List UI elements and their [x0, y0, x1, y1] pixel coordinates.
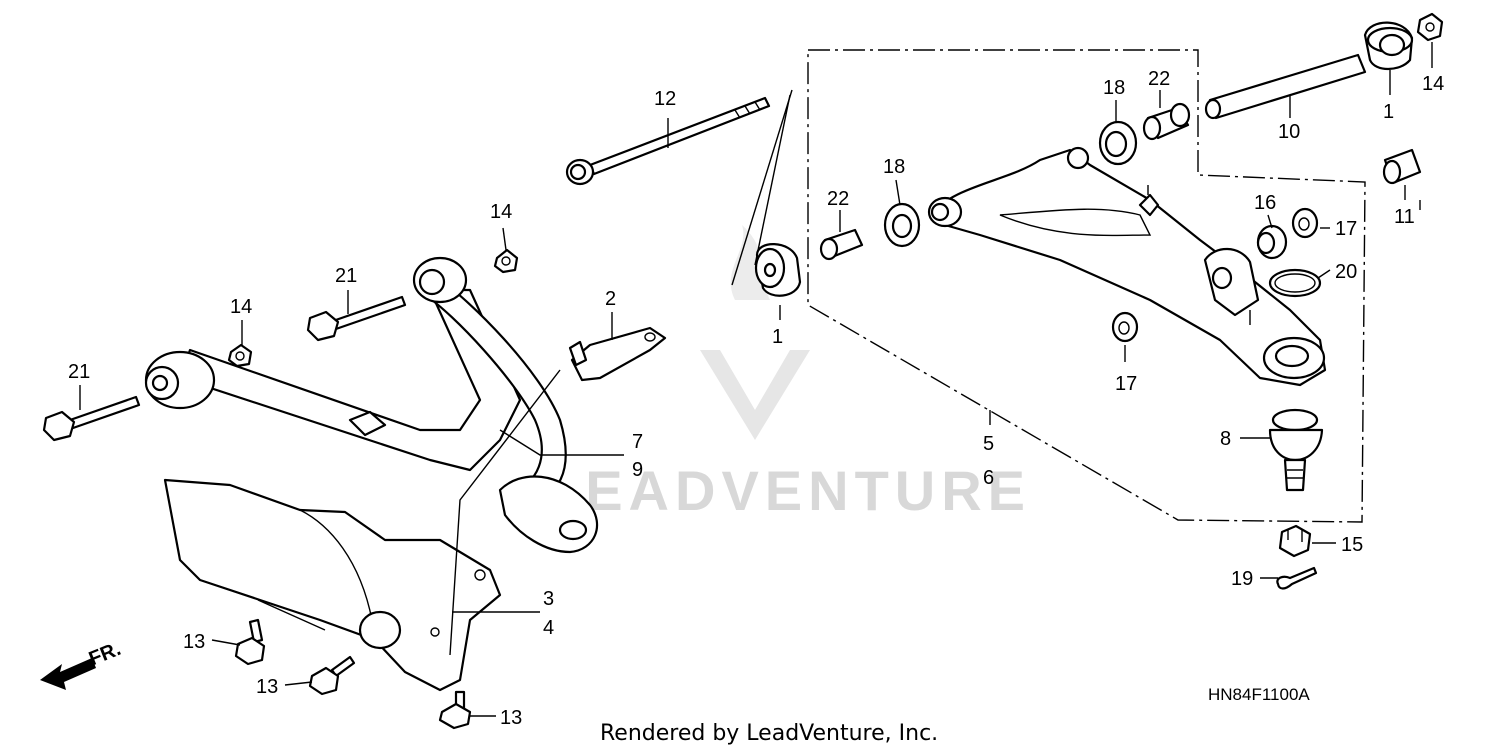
callout-1: 1	[772, 326, 783, 348]
callout-21: 21	[335, 265, 357, 287]
callout-13: 13	[183, 631, 205, 653]
bushing-1-left	[754, 243, 802, 297]
seal-17-upper	[1291, 207, 1319, 239]
bolt-13-c	[438, 690, 472, 730]
front-direction-label: FR.	[86, 638, 124, 670]
watermark-text: LEADVENTURE	[545, 459, 1031, 522]
assembly-boundary	[731, 49, 1366, 523]
callout-8: 8	[1220, 428, 1231, 450]
nut-14-upper	[493, 248, 519, 274]
callout-14: 14	[490, 201, 512, 223]
castle-nut-15	[1278, 524, 1312, 558]
bolt-21-upper	[306, 295, 407, 342]
lower-arm-right	[927, 146, 1327, 387]
callout-13: 13	[256, 676, 278, 698]
seal-18-right	[1098, 120, 1138, 166]
callout-9: 9	[632, 459, 643, 481]
seal-18-left	[883, 202, 921, 248]
callout-18: 18	[1103, 77, 1125, 99]
callout-12: 12	[654, 88, 676, 110]
bearing-16	[1256, 224, 1288, 260]
callout-11: 11	[1394, 206, 1415, 228]
callout-15: 15	[1341, 534, 1363, 556]
credit-line: Rendered by LeadVenture, Inc.	[600, 721, 938, 746]
callout-2: 2	[605, 288, 616, 310]
callout-19: 19	[1231, 568, 1253, 590]
callout-16: 16	[1254, 192, 1276, 214]
callout-10: 10	[1278, 121, 1300, 143]
callout-5: 5	[983, 433, 994, 455]
callout-17: 17	[1335, 218, 1357, 240]
guard-3-4	[163, 478, 502, 692]
bolt-13-a	[234, 618, 266, 666]
callout-14: 14	[1422, 73, 1444, 95]
bolt-21-lower	[42, 395, 141, 442]
shaft-10	[1204, 53, 1367, 120]
collar-22-right	[1142, 102, 1191, 141]
nut-14-lower	[227, 343, 253, 368]
bolt-12	[565, 96, 771, 186]
callouts: 12 14 21 14 21 2 7 9 3 4 13 13 13 1 22 1…	[68, 68, 1444, 729]
collar-11	[1382, 148, 1422, 185]
diagram-code: HN84F1100A	[1208, 685, 1310, 704]
callout-21: 21	[68, 361, 90, 383]
collar-22-left	[819, 228, 864, 261]
callout-17: 17	[1115, 373, 1137, 395]
callout-1: 1	[1383, 101, 1394, 123]
callout-4: 4	[543, 617, 554, 639]
ball-joint-8	[1268, 408, 1324, 492]
front-direction-arrow	[40, 658, 96, 690]
callout-22: 22	[827, 188, 849, 210]
bolt-13-b	[308, 655, 356, 696]
leader-lines	[79, 42, 1433, 717]
circlip-20	[1268, 268, 1322, 298]
callout-22: 22	[1148, 68, 1170, 90]
upper-arm-left	[144, 256, 599, 554]
callout-13: 13	[500, 707, 522, 729]
callout-3: 3	[543, 588, 554, 610]
callout-20: 20	[1335, 261, 1357, 283]
nut-14-right	[1416, 12, 1444, 42]
seal-17-lower	[1111, 311, 1139, 343]
callout-6: 6	[983, 467, 994, 489]
cotter-pin-19	[1276, 566, 1318, 590]
callout-7: 7	[632, 431, 643, 453]
callout-14: 14	[230, 296, 252, 318]
bushing-1-right	[1363, 21, 1414, 71]
callout-18: 18	[883, 156, 905, 178]
bracket-2	[568, 326, 667, 382]
